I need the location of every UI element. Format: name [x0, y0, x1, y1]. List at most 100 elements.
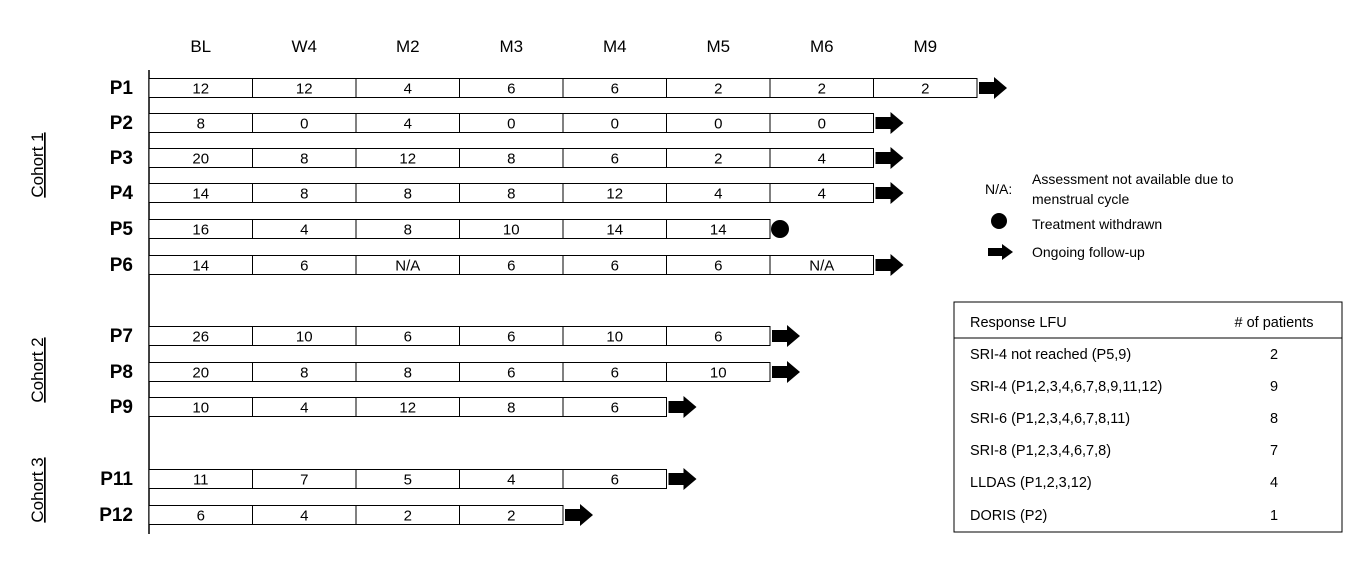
table-count-cell: 4: [1270, 475, 1278, 491]
legend-na-text: Assessment not available due to: [1032, 171, 1234, 187]
patient-label: P12: [99, 505, 133, 526]
score-value: 2: [921, 81, 929, 98]
legend-na-key: N/A:: [985, 181, 1012, 197]
score-value: 20: [192, 365, 209, 382]
table-response-cell: SRI-6 (P1,2,3,4,6,7,8,11): [970, 411, 1130, 427]
score-value: 12: [192, 81, 209, 98]
ongoing-arrow: [668, 468, 697, 490]
score-value: 16: [192, 222, 209, 239]
score-value: 8: [507, 151, 515, 168]
score-value: 6: [611, 472, 619, 489]
score-value: 12: [296, 81, 313, 98]
ongoing-arrow: [979, 77, 1007, 99]
ongoing-arrow: [875, 182, 904, 204]
timepoint-label: M2: [396, 37, 420, 56]
cohort-label: Cohort 3: [28, 457, 47, 522]
ongoing-arrow: [875, 254, 904, 276]
score-value: 8: [507, 400, 515, 417]
table-header-count: # of patients: [1235, 315, 1314, 331]
legend-withdrawn-text: Treatment withdrawn: [1032, 216, 1162, 232]
patient-label: P11: [100, 469, 133, 490]
patient-bar: [148, 148, 874, 168]
ongoing-arrow: [772, 325, 800, 347]
score-value: 4: [300, 400, 308, 417]
patient-label: P8: [110, 362, 133, 383]
score-value: 8: [300, 365, 308, 382]
table-response-cell: SRI-4 not reached (P5,9): [970, 347, 1131, 363]
cohort-label: Cohort 2: [28, 337, 47, 402]
score-value: N/A: [809, 258, 834, 275]
score-value: 4: [404, 81, 412, 98]
patient-bar: [148, 113, 874, 133]
patient-label: P9: [110, 397, 133, 418]
score-value: 6: [507, 81, 515, 98]
score-value: 6: [300, 258, 308, 275]
table-header-response: Response LFU: [970, 315, 1067, 331]
withdrawn-marker: [771, 220, 789, 238]
score-value: 6: [611, 258, 619, 275]
timepoint-label: M9: [913, 37, 937, 56]
score-value: 6: [507, 258, 515, 275]
score-value: 10: [710, 365, 727, 382]
patient-bar: [148, 397, 667, 417]
timepoint-label: M3: [499, 37, 523, 56]
score-value: 7: [300, 472, 308, 489]
score-value: 6: [404, 329, 412, 346]
ongoing-arrow: [875, 112, 904, 134]
score-value: 14: [192, 258, 209, 275]
table-count-cell: 1: [1270, 508, 1278, 524]
table-response-cell: SRI-4 (P1,2,3,4,6,7,8,9,11,12): [970, 379, 1162, 395]
table-count-cell: 7: [1270, 443, 1278, 459]
score-value: 4: [818, 151, 826, 168]
score-value: 4: [404, 116, 412, 133]
score-value: 0: [507, 116, 515, 133]
patient-bar: [148, 183, 874, 203]
legend-ongoing-text: Ongoing follow-up: [1032, 244, 1145, 260]
score-value: 0: [300, 116, 308, 133]
score-value: 6: [611, 81, 619, 98]
patient-label: P2: [110, 113, 133, 134]
patient-bar: [148, 255, 874, 275]
score-value: 6: [611, 400, 619, 417]
score-value: 12: [399, 151, 416, 168]
timepoint-label: M5: [706, 37, 730, 56]
score-value: 12: [606, 186, 623, 203]
timepoint-label: M4: [603, 37, 627, 56]
patient-bar: [148, 469, 667, 489]
patient-label: P4: [110, 183, 134, 204]
score-value: 4: [300, 222, 308, 239]
score-value: 6: [197, 508, 205, 525]
timepoint-label: M6: [810, 37, 834, 56]
score-value: 0: [818, 116, 826, 133]
table-count-cell: 2: [1270, 347, 1278, 363]
response-table: [953, 301, 1343, 533]
score-value: 2: [818, 81, 826, 98]
score-value: 20: [192, 151, 209, 168]
score-value: 14: [192, 186, 209, 203]
score-value: 10: [296, 329, 313, 346]
ongoing-arrow: [875, 147, 904, 169]
score-value: 10: [192, 400, 209, 417]
score-value: 4: [714, 186, 722, 203]
cohort-label: Cohort 1: [28, 132, 47, 197]
patient-label: P1: [110, 78, 134, 99]
score-value: N/A: [395, 258, 420, 275]
table-response-cell: LLDAS (P1,2,3,12): [970, 475, 1092, 491]
score-value: 6: [507, 365, 515, 382]
timepoint-label: W4: [292, 37, 318, 56]
score-value: 8: [507, 186, 515, 203]
score-value: 8: [300, 151, 308, 168]
score-value: 6: [611, 365, 619, 382]
score-value: 0: [611, 116, 619, 133]
ongoing-arrow: [668, 396, 697, 418]
score-value: 10: [503, 222, 520, 239]
ongoing-arrow: [772, 361, 800, 383]
table-response-cell: SRI-8 (P1,2,3,4,6,7,8): [970, 443, 1111, 459]
score-value: 8: [300, 186, 308, 203]
score-value: 5: [404, 472, 412, 489]
patient-label: P3: [110, 148, 133, 169]
score-value: 0: [714, 116, 722, 133]
score-value: 4: [818, 186, 826, 203]
score-value: 2: [714, 151, 722, 168]
